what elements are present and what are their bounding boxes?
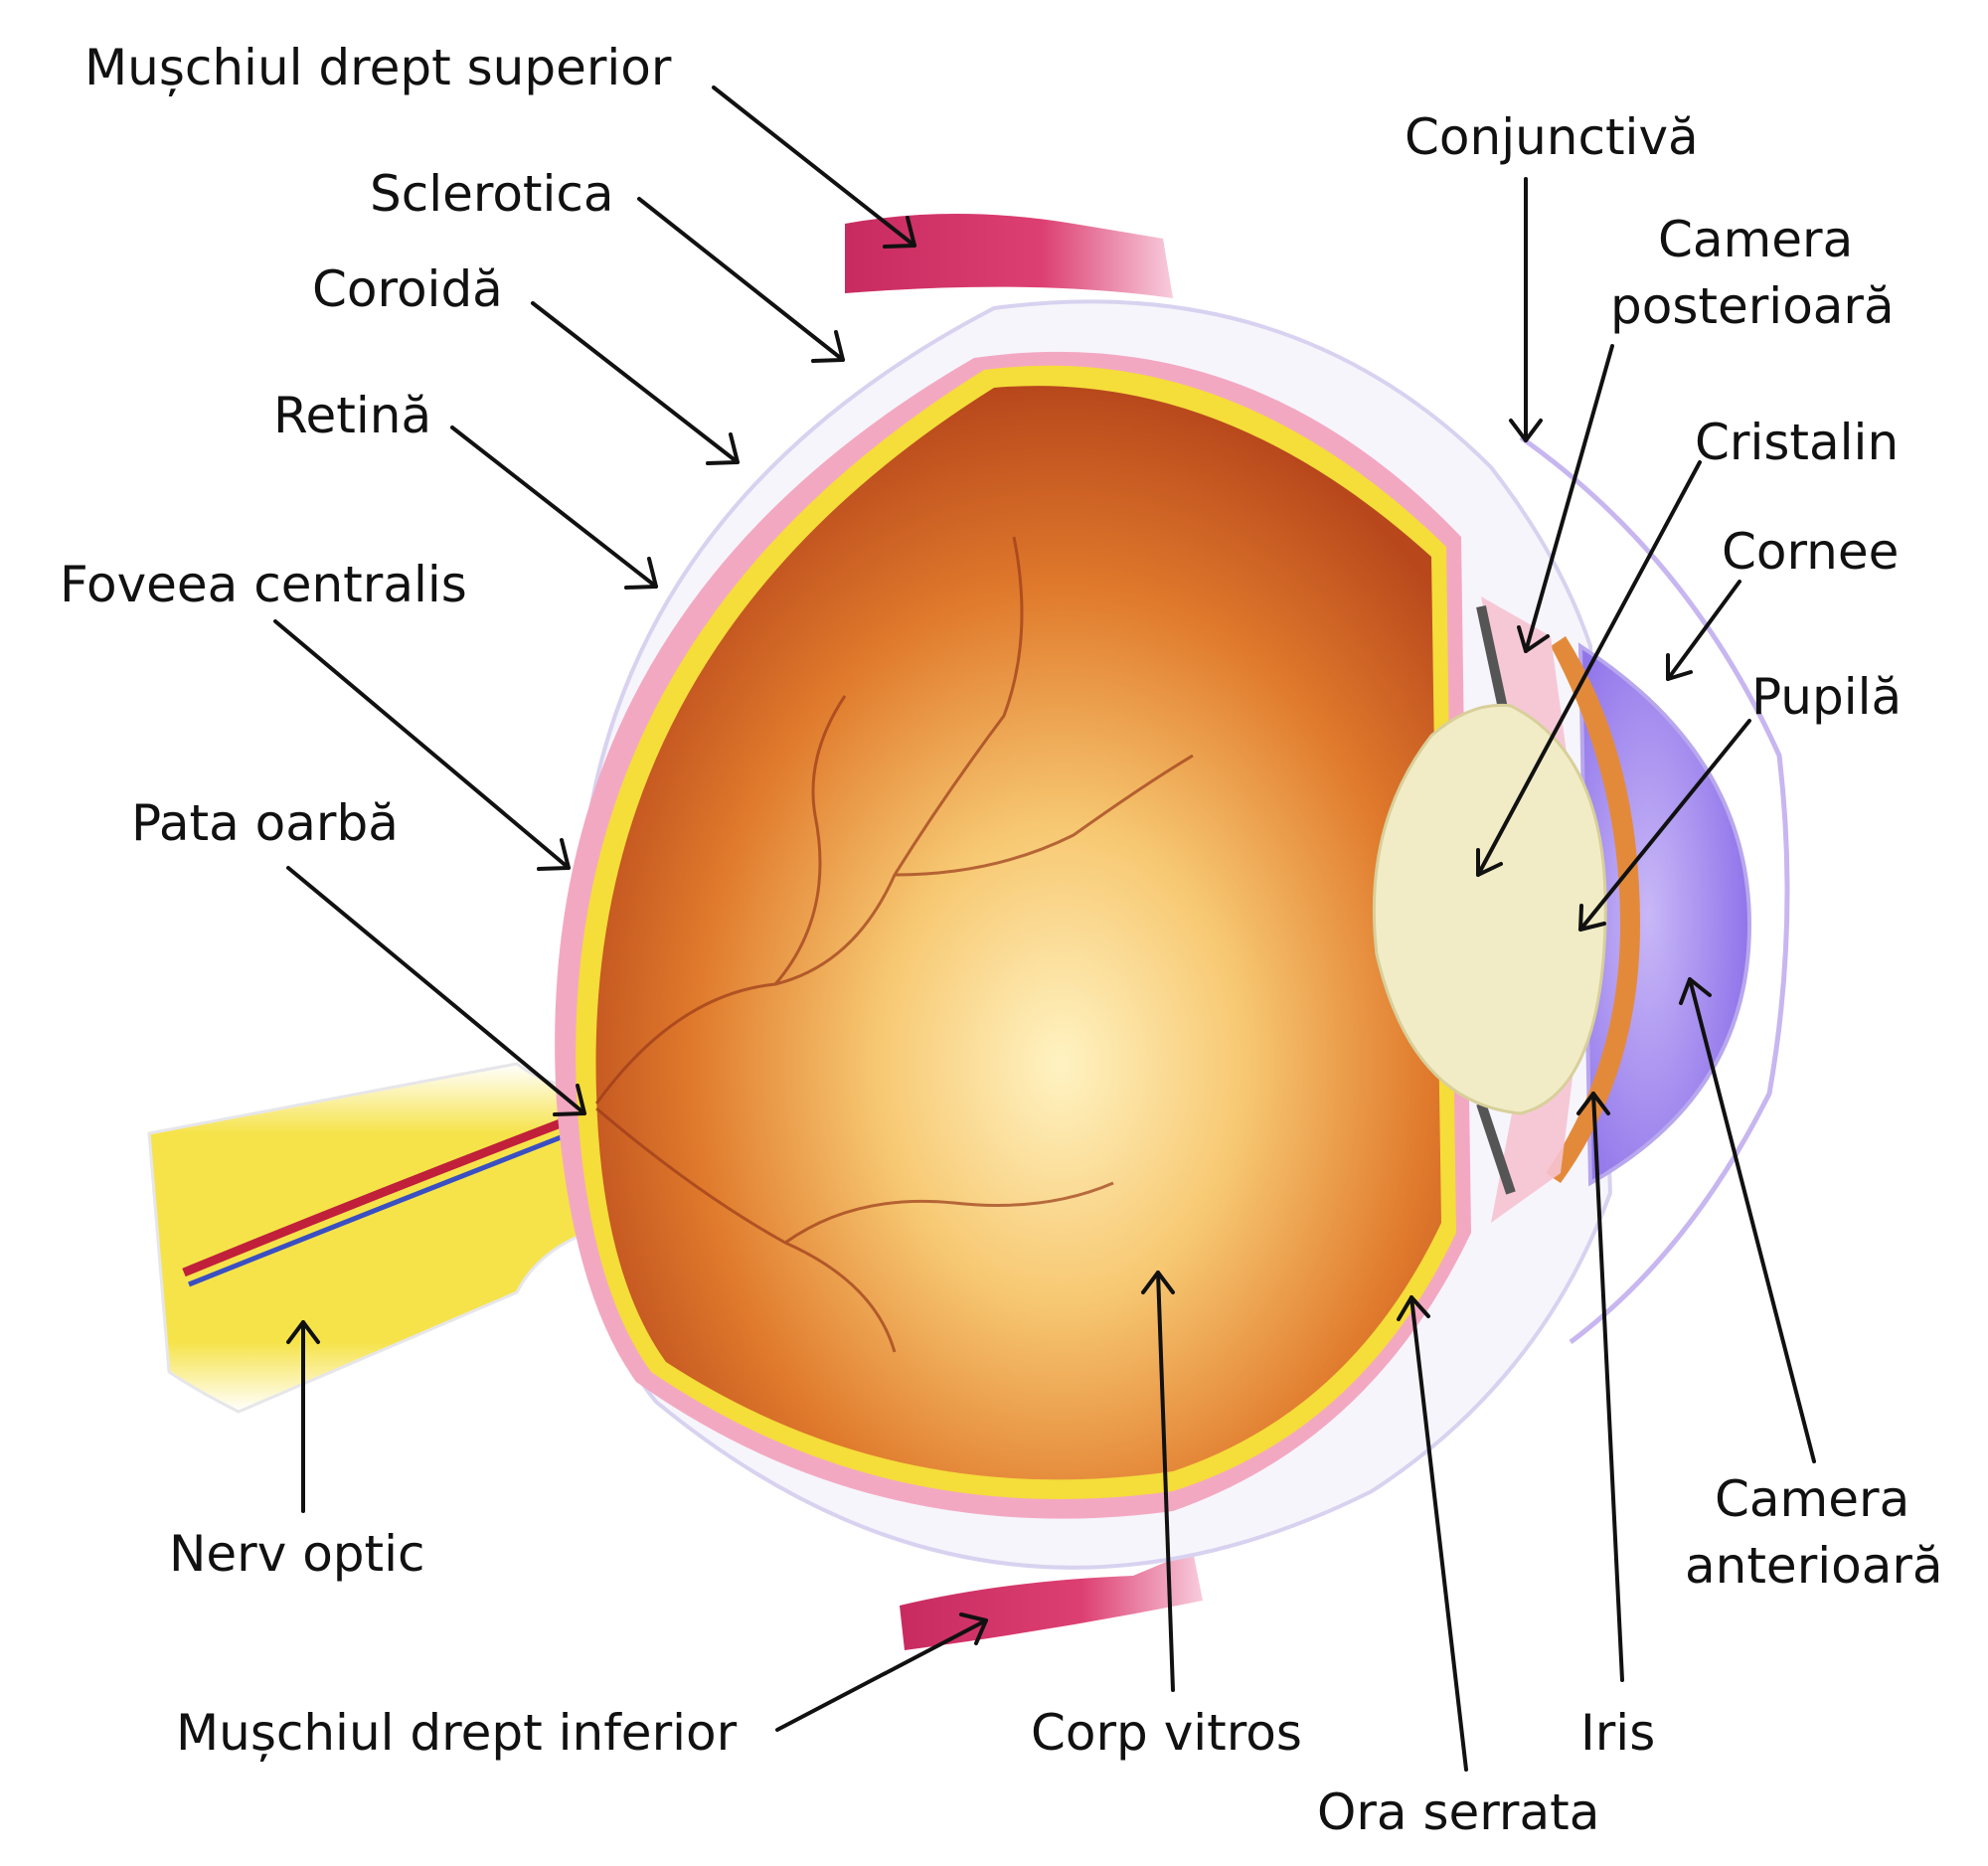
label-inferior-rectus: Mușchiul drept inferior xyxy=(176,1704,738,1762)
label-pupil: Pupilă xyxy=(1751,668,1902,726)
label-anterior-chamber-line2: anterioară xyxy=(1685,1537,1943,1595)
arrowhead-iris xyxy=(1576,1092,1610,1115)
label-iris: Iris xyxy=(1580,1704,1655,1762)
arrowhead-pupil xyxy=(1578,904,1606,932)
arrow-pupil xyxy=(1578,719,1751,932)
superior-rectus-muscle xyxy=(845,214,1173,298)
arrow-inferior-rectus xyxy=(775,1618,988,1732)
optic-nerve-shape xyxy=(147,1062,598,1414)
label-fovea: Foveea centralis xyxy=(60,556,467,613)
arrowhead-ora-serrata xyxy=(1397,1295,1430,1321)
label-superior-rectus: Mușchiul drept superior xyxy=(84,39,672,96)
arrowhead-conjunctiva xyxy=(1509,419,1543,442)
label-blind-spot: Pata oarbă xyxy=(131,794,399,852)
arrowhead-retina xyxy=(624,557,658,590)
optic-nerve-vessels xyxy=(182,1108,588,1277)
arrowhead-lens xyxy=(1476,848,1503,877)
arrowhead-anterior-chamber xyxy=(1679,977,1712,1005)
label-sclera: Sclerotica xyxy=(370,165,614,223)
arrowhead-cornea xyxy=(1666,653,1693,681)
label-retina: Retină xyxy=(273,387,431,444)
arrow-choroid xyxy=(531,301,740,464)
lens-shape xyxy=(1372,703,1607,1115)
arrow-lens xyxy=(1476,460,1702,877)
arrow-blind-spot xyxy=(286,866,586,1115)
arrowhead-blind-spot xyxy=(553,1084,586,1116)
vitreous-body-shape xyxy=(595,386,1441,1480)
arrowhead-fovea xyxy=(537,838,571,871)
conjunctiva-outline xyxy=(1519,434,1790,1344)
arrow-posterior-chamber xyxy=(1524,344,1614,653)
arrowhead-posterior-chamber xyxy=(1517,625,1550,653)
arrow-iris xyxy=(1591,1092,1624,1682)
arrowhead-optic-nerve xyxy=(286,1320,320,1344)
leader-arrows xyxy=(273,85,1816,1772)
retinal-vessels xyxy=(594,536,1194,1353)
label-vitreous: Corp vitros xyxy=(1031,1704,1302,1762)
arrow-anterior-chamber xyxy=(1688,977,1816,1463)
optic-nerve-vessels-blue xyxy=(188,1122,592,1287)
arrow-ora-serrata xyxy=(1409,1295,1468,1772)
label-anterior-chamber-line1: Camera xyxy=(1715,1470,1909,1528)
arrowhead-inferior-rectus xyxy=(959,1612,988,1645)
arrow-superior-rectus xyxy=(712,85,916,248)
label-posterior-chamber-line1: Camera xyxy=(1658,211,1853,268)
label-optic-nerve: Nerv optic xyxy=(169,1525,425,1583)
label-cornea: Cornee xyxy=(1722,523,1899,581)
label-posterior-chamber-line2: posterioară xyxy=(1610,277,1895,335)
label-choroid: Coroidă xyxy=(312,260,503,318)
arrow-cornea xyxy=(1666,580,1741,681)
label-conjunctiva: Conjunctivă xyxy=(1405,108,1699,166)
arrowhead-vitreous xyxy=(1141,1271,1175,1294)
arrow-sclera xyxy=(637,197,845,362)
arrowhead-superior-rectus xyxy=(883,216,916,249)
arrowhead-sclera xyxy=(811,330,845,363)
zonule-fibers-lower xyxy=(1476,1102,1516,1195)
diagram-labels: Mușchiul drept superior Sclerotica Coroi… xyxy=(60,39,1943,1841)
arrowhead-choroid xyxy=(706,432,740,465)
label-ora-serrata: Ora serrata xyxy=(1317,1783,1599,1841)
label-lens: Cristalin xyxy=(1695,414,1899,471)
iris-shape xyxy=(1546,636,1640,1183)
arrow-retina xyxy=(450,425,658,589)
arrow-fovea xyxy=(273,619,571,870)
arrow-vitreous xyxy=(1156,1271,1175,1692)
